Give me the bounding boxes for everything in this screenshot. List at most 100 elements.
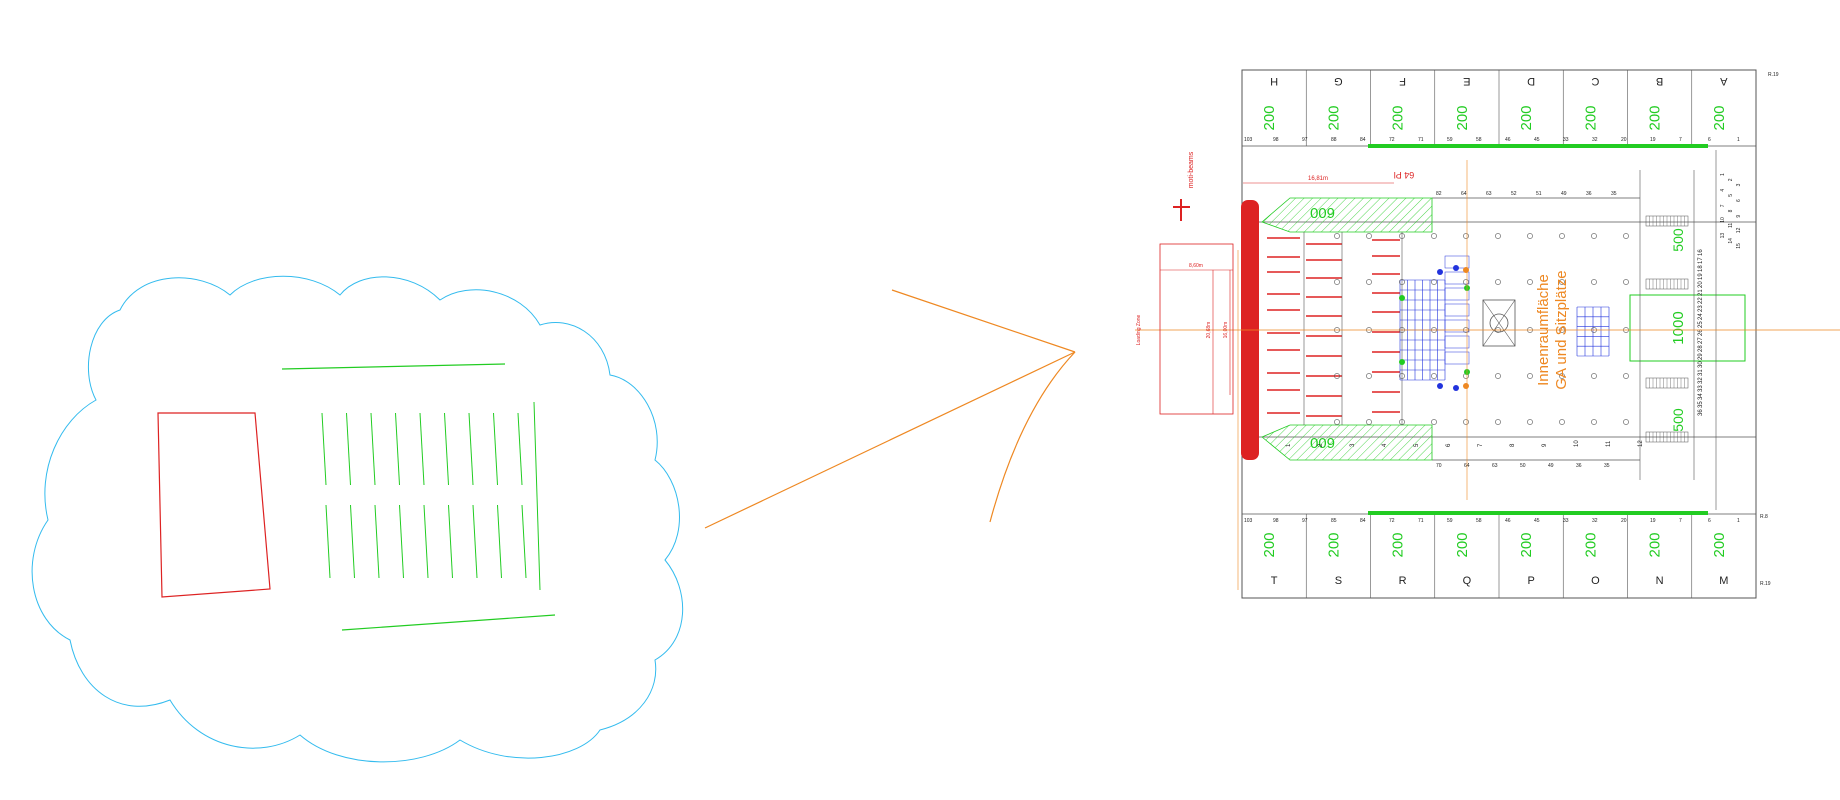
pillar [1559,279,1565,285]
seat-block [1444,303,1470,317]
seat-number: 88 [1331,137,1337,143]
stair-number: 7 [1720,204,1726,207]
stair-number: 9 [1736,215,1742,218]
seat-number: 32 [1592,137,1598,143]
seat-number: 59 [1447,137,1453,143]
grid-id: 6 [1446,443,1452,447]
center-tower-circle [1489,313,1509,333]
column-label: A [1720,75,1728,87]
seat-number: 84 [1360,137,1366,143]
seat-number: 33 [1563,137,1569,143]
pillar [1366,419,1372,425]
stair-number: 29 [1698,353,1704,360]
pillar [1399,279,1405,285]
pillar [1366,373,1372,379]
seat-number: 97 [1302,137,1308,143]
orange-arrow [704,289,1076,529]
seat-number: 97 [1302,518,1308,524]
seat-number: 64 [1461,191,1467,197]
column-label: Q [1463,575,1472,587]
seat-number: 58 [1476,518,1482,524]
seat-number: 59 [1447,518,1453,524]
block-value: 200 [1711,532,1728,557]
cloud-tick [517,412,523,486]
block-value: 200 [1711,105,1728,130]
cloud-tick [448,504,453,579]
stair-number: 2 [1728,178,1734,181]
seat-number: 72 [1389,137,1395,143]
seat-block [1444,335,1470,349]
block-value: 200 [1647,105,1664,130]
row-right-bottom: R.19 [1760,581,1771,587]
seat-number: 36 [1576,463,1582,469]
stair-number: 30 [1698,361,1704,368]
grid-id: 4 [1382,443,1388,447]
block-value: 200 [1261,105,1278,130]
pillar [1591,279,1597,285]
cloud-green-line [281,363,506,370]
grid-id: 11 [1606,440,1612,447]
cloud-tick [350,504,355,579]
block-value: 200 [1518,532,1535,557]
stair-number: 27 [1698,337,1704,344]
stair-number: 25 [1698,321,1704,328]
seat-number: 82 [1436,191,1442,197]
block-value: 200 [1582,105,1599,130]
width-dim: 16,81m [1308,176,1328,182]
cloud-tick [374,504,380,579]
right-block-frame [1629,294,1746,362]
stage-structure [1267,232,1403,425]
stair-number: 24 [1698,313,1704,320]
stair-number: 16 [1698,249,1704,256]
stair-number: 20 [1698,281,1704,288]
cloud-red-rectangle [157,412,271,598]
column-label: S [1335,575,1342,587]
seat-number: 36 [1586,191,1592,197]
seat-block [1444,351,1470,365]
cloud-green-ticks [321,401,541,591]
cloud-tick [468,412,474,486]
right-block-middle: 1000 [1670,311,1687,344]
column-label: M [1719,575,1728,587]
seat-number: 52 [1511,191,1517,197]
pillar [1527,233,1533,239]
seat-number: 35 [1604,463,1610,469]
stair-number: 19 [1698,273,1704,280]
seat-number: 32 [1592,518,1598,524]
stair-number: 11 [1728,223,1734,228]
stage-value-bottom: 600 [1310,434,1335,451]
seat-number: 58 [1476,137,1482,143]
stair-number: 10 [1720,217,1726,223]
arrow-line [704,351,1076,529]
pillar [1623,279,1629,285]
cloud-tick [321,412,327,486]
pillar [1527,373,1533,379]
seat-number: 63 [1492,463,1498,469]
stage-height-a: 20,68m [1206,322,1212,339]
stair-number: 12 [1736,227,1742,233]
grid-id: 9 [1542,443,1548,447]
block-value: 200 [1390,532,1407,557]
pillar [1334,419,1340,425]
stair-number: 23 [1698,305,1704,312]
column-label: E [1463,75,1470,87]
grid-id: 8 [1510,443,1516,447]
stair-number: 22 [1698,297,1704,304]
stair-number: 15 [1736,243,1742,249]
cloud-tick [521,504,527,579]
hatch-area-bottom [1261,424,1433,461]
cloud-tick [493,412,498,486]
moti-beams-marker: moti-beams [1173,151,1195,221]
pillar [1463,233,1469,239]
stair-number: 33 [1698,385,1704,392]
cloud-sketch [31,275,684,763]
seat-grid-blue [1399,255,1470,381]
stair-number: 6 [1736,199,1742,202]
seat-number: 84 [1360,518,1366,524]
seat-number: 19 [1650,518,1656,524]
seat-number: 46 [1505,518,1511,524]
pillar [1399,419,1405,425]
